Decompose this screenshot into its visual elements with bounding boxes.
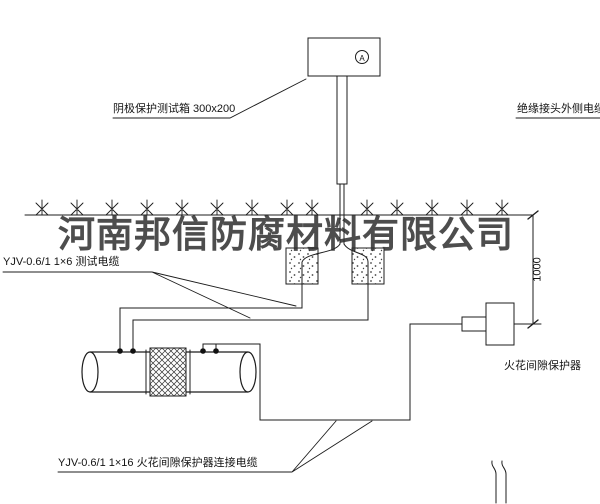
- test-cable-run-2: [132, 243, 369, 351]
- watermark-text: 河南邦信防腐材料有限公司: [58, 212, 514, 256]
- callout-leaders: [2, 78, 600, 473]
- insulated-joint-cable-label: 绝缘接头外侧电缆: [517, 103, 600, 115]
- test-cable-label: YJV-0.6/1 1×6 测试电缆: [3, 256, 120, 268]
- dimension-1000-label: 1000: [531, 257, 544, 282]
- spark-gap-protector-label: 火花间隙保护器: [504, 360, 581, 372]
- protector-cable-label: YJV-0.6/1 1×16 火花间隙保护器连接电缆: [58, 457, 258, 469]
- ground-hatching: [35, 199, 509, 216]
- weld-dot: [200, 348, 206, 354]
- meter-circle-icon: [355, 50, 369, 64]
- pipe-end-cap-left: [81, 351, 99, 393]
- insulating-joint: [145, 347, 191, 397]
- test-cable-run-1: [119, 243, 341, 351]
- protector-cable-callout-leader: [57, 420, 373, 473]
- weld-dot: [117, 348, 123, 354]
- meter-letter-label: A: [359, 54, 365, 63]
- weld-dot: [213, 348, 219, 354]
- spark-gap-protector: [461, 302, 515, 346]
- test-cable-callout-leader: [2, 271, 297, 319]
- pipe-end-cap-right: [239, 351, 257, 393]
- weld-dot: [130, 348, 136, 354]
- dimension-line: [513, 210, 542, 329]
- conduit: [336, 75, 348, 245]
- test-box-callout-label: 阴极保护测试箱 300x200: [113, 103, 236, 115]
- test-box-callout-leader: [112, 78, 307, 119]
- test-box: [307, 37, 381, 77]
- cable-weld-dots: [117, 348, 219, 354]
- conduit-stub-symbol: [491, 460, 507, 504]
